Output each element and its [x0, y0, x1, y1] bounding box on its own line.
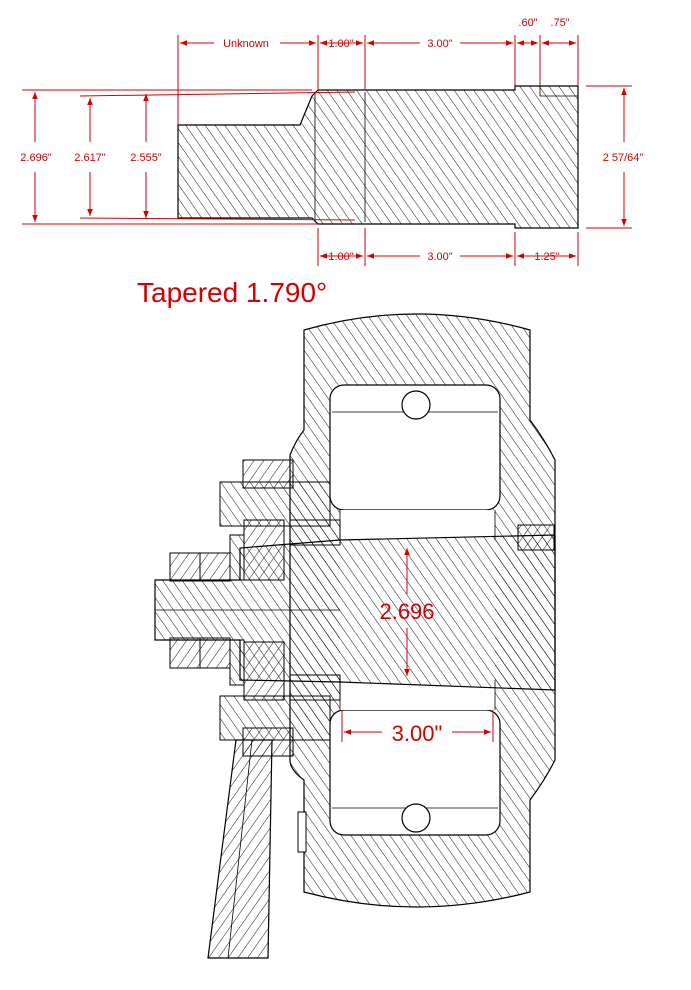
dim-bottom-1-25: 1.25" [534, 251, 559, 263]
dim-left-2-617: 2.617" [74, 152, 106, 164]
dim-top-3-00: 3.00" [427, 38, 452, 50]
spindle-side-view [177, 85, 579, 229]
taper-title: Tapered 1.790° [137, 277, 327, 308]
spindle-extension-lines [22, 35, 632, 266]
dim-left-2-696: 2.696" [20, 152, 52, 164]
dim-top-75: .75" [550, 17, 569, 29]
upper-bolt-hole [401, 390, 431, 420]
dim-unknown: Unknown [223, 38, 269, 50]
dim-right-2-57-64: 2 57/64" [603, 152, 644, 164]
hub-section-view [154, 313, 556, 959]
bearing-width-label: 3.00" [392, 721, 443, 746]
dim-left-2-555: 2.555" [130, 152, 162, 164]
dim-bottom-1-00: 1.00" [328, 251, 353, 263]
section-dimension-lines [341, 548, 494, 742]
lower-bolt-hole [401, 803, 431, 833]
dim-top-60: .60" [518, 17, 537, 29]
left-dimension-lines [32, 88, 627, 226]
bore-diameter-label: 2.696 [379, 599, 434, 624]
dim-bottom-3-00: 3.00" [427, 251, 452, 263]
dim-top-1-00: 1.00" [328, 38, 353, 50]
